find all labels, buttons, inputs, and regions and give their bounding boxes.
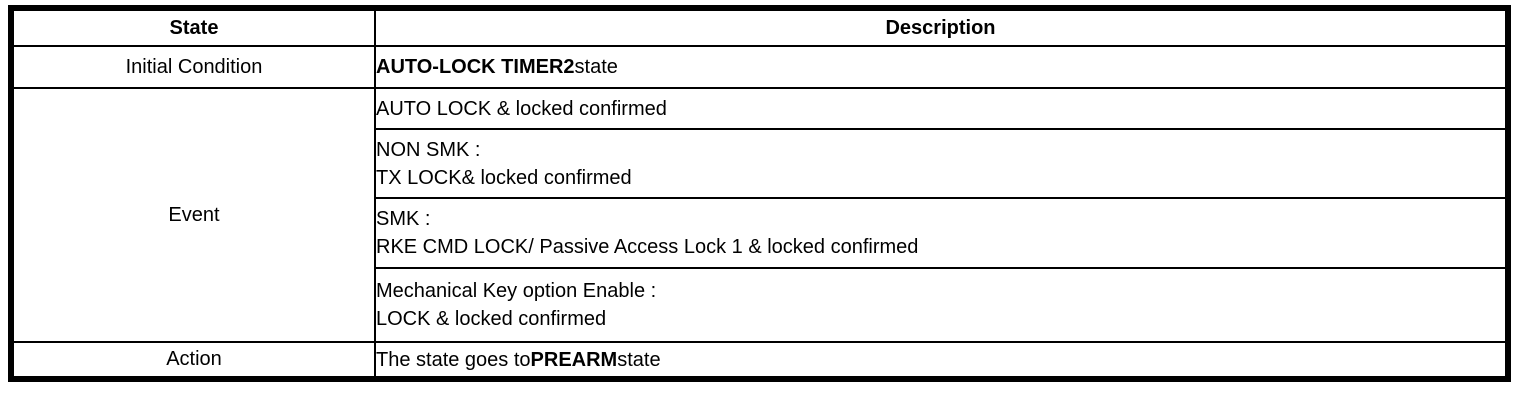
- action-text-post: state: [617, 348, 661, 371]
- column-header-description: Description: [374, 7, 1509, 47]
- event-1-line-1: AUTO LOCK & locked confirmed: [376, 97, 667, 120]
- action-description: The state goes toPREARMstate: [374, 341, 1509, 380]
- event-description-3: SMK : RKE CMD LOCK/ Passive Access Lock …: [374, 197, 1509, 269]
- row-event-2: NON SMK : TX LOCK& locked confirmed: [11, 128, 1509, 199]
- initial-condition-state-suffix: state: [574, 56, 618, 78]
- event-description-2: NON SMK : TX LOCK& locked confirmed: [374, 128, 1509, 199]
- row-event-3: SMK : RKE CMD LOCK/ Passive Access Lock …: [11, 197, 1509, 269]
- state-description-table: State Description Initial Condition AUTO…: [8, 5, 1511, 382]
- action-text-pre: The state goes to: [376, 348, 531, 371]
- event-4-line-1: Mechanical Key option Enable :: [376, 280, 657, 302]
- row-action: Action The state goes toPREARMstate: [10, 341, 1509, 380]
- event-3-line-2: RKE CMD LOCK/ Passive Access Lock 1 & lo…: [376, 236, 919, 258]
- event-description-4: Mechanical Key option Enable : LOCK & lo…: [374, 267, 1509, 343]
- action-target-state-name: PREARM: [530, 348, 618, 371]
- row-event-1: Event AUTO LOCK & locked confirmed: [10, 87, 1509, 343]
- event-2-line-2: TX LOCK& locked confirmed: [376, 166, 632, 189]
- row-initial-condition: Initial Condition AUTO-LOCK TIMER2state: [10, 45, 1509, 89]
- column-header-state: State: [10, 7, 376, 47]
- event-4-line-2: LOCK & locked confirmed: [376, 308, 607, 330]
- initial-condition-state-name: AUTO-LOCK TIMER2: [376, 56, 575, 78]
- row-event-4: Mechanical Key option Enable : LOCK & lo…: [11, 267, 1509, 343]
- table-header-row: State Description: [10, 7, 1509, 47]
- event-label: Event: [10, 87, 376, 343]
- initial-condition-description: AUTO-LOCK TIMER2state: [374, 45, 1509, 89]
- event-2-line-1: NON SMK :: [376, 138, 481, 161]
- event-3-line-1: SMK :: [376, 208, 431, 230]
- initial-condition-label: Initial Condition: [10, 45, 376, 89]
- action-label: Action: [10, 341, 376, 380]
- event-description-1: AUTO LOCK & locked confirmed: [374, 87, 1509, 130]
